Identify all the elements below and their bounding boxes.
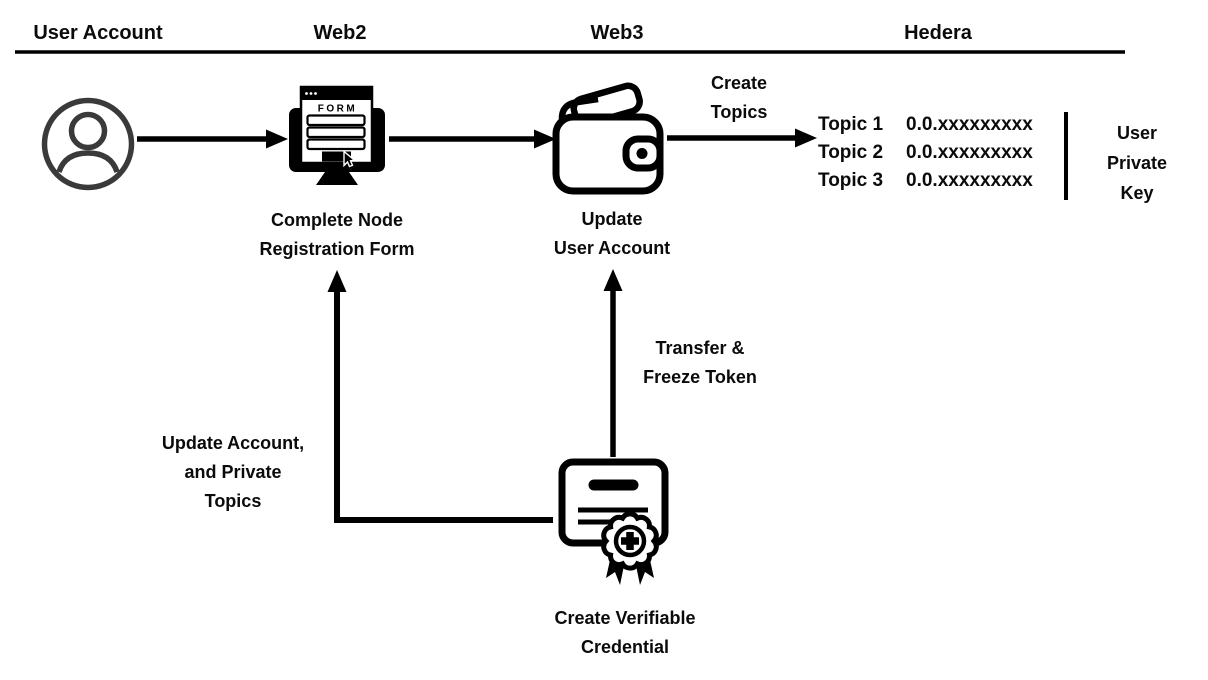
topic-name: Topic 3	[818, 170, 884, 191]
topic-row: Topic 1 0.0.xxxxxxxxx	[818, 111, 1033, 139]
lane-header-web2: Web2	[313, 22, 367, 44]
cursor-icon	[343, 150, 357, 168]
arrow-transfer-freeze	[603, 269, 623, 457]
form-monitor-icon: FORM	[289, 85, 385, 185]
topic-name: Topic 2	[818, 142, 884, 163]
topic-id: 0.0.xxxxxxxxx	[906, 142, 1033, 163]
private-key-label: User Private Key	[1106, 123, 1168, 203]
wallet-label: Update User Account	[553, 209, 671, 258]
wallet-icon	[552, 82, 664, 195]
arrow-update-account-topics	[327, 270, 553, 523]
credential-label: Create Verifiable Credential	[554, 608, 696, 657]
create-topics-label: Create Topics	[710, 73, 768, 122]
user-icon	[41, 97, 135, 191]
update-account-topics-label: Update Account, and Private Topics	[161, 433, 305, 511]
registration-form-label: Complete Node Registration Form	[259, 210, 415, 259]
transfer-freeze-label: Transfer & Freeze Token	[643, 338, 757, 387]
arrow-user-to-form	[137, 129, 288, 149]
lane-header-web3: Web3	[590, 22, 644, 44]
certificate-icon	[558, 458, 669, 585]
topic-row: Topic 2 0.0.xxxxxxxxx	[818, 139, 1033, 167]
arrow-form-to-wallet	[389, 129, 556, 149]
topic-id: 0.0.xxxxxxxxx	[906, 170, 1033, 191]
topic-row: Topic 3 0.0.xxxxxxxxx	[818, 167, 1033, 195]
topic-name: Topic 1	[818, 114, 884, 135]
form-screen-title: FORM	[318, 104, 357, 115]
arrow-create-topics	[667, 128, 817, 148]
topics-list: Topic 1 0.0.xxxxxxxxx Topic 2 0.0.xxxxxx…	[818, 111, 1033, 195]
lane-header-hedera: Hedera	[904, 22, 972, 44]
lane-header-user-account: User Account	[33, 22, 163, 44]
topic-id: 0.0.xxxxxxxxx	[906, 114, 1033, 135]
